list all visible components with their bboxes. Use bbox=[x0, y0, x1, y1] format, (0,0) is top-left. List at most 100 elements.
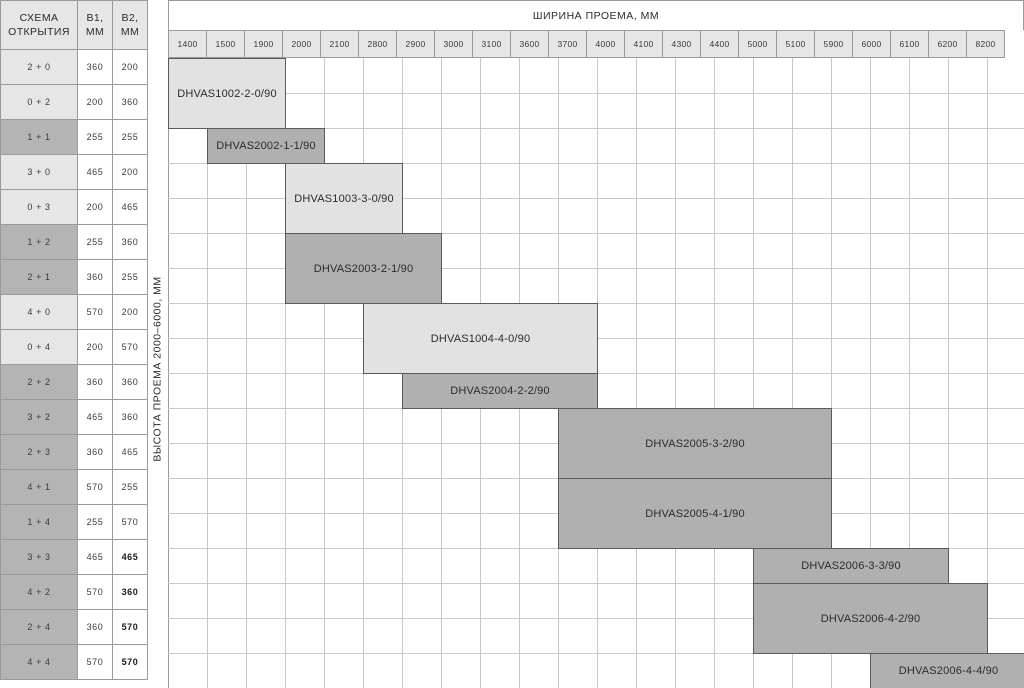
product-block[interactable]: DHVAS1002-2-0/90 bbox=[168, 58, 286, 129]
product-block[interactable]: DHVAS2002-1-1/90 bbox=[207, 128, 325, 164]
x-axis-tick: 2100 bbox=[320, 30, 359, 58]
cell-b1: 200 bbox=[77, 189, 113, 225]
cell-scheme: 2 + 0 bbox=[0, 49, 78, 85]
cell-b2: 465 bbox=[112, 189, 148, 225]
cell-scheme: 3 + 2 bbox=[0, 399, 78, 435]
gridline-horizontal bbox=[168, 93, 1024, 94]
x-axis-tick: 3600 bbox=[510, 30, 549, 58]
cell-b1: 465 bbox=[77, 399, 113, 435]
x-axis-tick: 6100 bbox=[890, 30, 929, 58]
gridline-horizontal bbox=[168, 128, 1024, 129]
left-table-header-row: СХЕМА ОТКРЫТИЯ B1, ММ B2, ММ bbox=[0, 0, 148, 50]
cell-b1: 360 bbox=[77, 259, 113, 295]
header-b1-line1: B1, bbox=[86, 11, 104, 24]
cell-b1: 465 bbox=[77, 539, 113, 575]
cell-b2: 570 bbox=[112, 609, 148, 645]
product-block[interactable]: DHVAS2005-4-1/90 bbox=[558, 478, 832, 549]
cell-scheme: 4 + 1 bbox=[0, 469, 78, 505]
header-scheme-line1: СХЕМА bbox=[19, 11, 59, 24]
product-block[interactable]: DHVAS2006-3-3/90 bbox=[753, 548, 949, 584]
cell-b2: 255 bbox=[112, 469, 148, 505]
cell-b1: 465 bbox=[77, 154, 113, 190]
cell-scheme: 2 + 1 bbox=[0, 259, 78, 295]
product-block[interactable]: DHVAS2006-4-2/90 bbox=[753, 583, 988, 654]
x-axis-tick: 4100 bbox=[624, 30, 663, 58]
product-block[interactable]: DHVAS2004-2-2/90 bbox=[402, 373, 598, 409]
cell-b2: 360 bbox=[112, 224, 148, 260]
x-axis-tick: 3000 bbox=[434, 30, 473, 58]
cell-b2: 360 bbox=[112, 399, 148, 435]
x-axis-tick: 1900 bbox=[244, 30, 283, 58]
x-axis-tick: 5900 bbox=[814, 30, 853, 58]
x-axis-tick: 2800 bbox=[358, 30, 397, 58]
header-b1-line2: ММ bbox=[85, 26, 105, 38]
cell-b2: 360 bbox=[112, 84, 148, 120]
x-axis-title: ШИРИНА ПРОЕМА, ММ bbox=[168, 0, 1024, 30]
cell-b2: 465 bbox=[112, 434, 148, 470]
cell-b1: 255 bbox=[77, 119, 113, 155]
product-block[interactable]: DHVAS2003-2-1/90 bbox=[285, 233, 442, 304]
product-block[interactable]: DHVAS1003-3-0/90 bbox=[285, 163, 403, 234]
cell-b2: 360 bbox=[112, 574, 148, 610]
gridline-horizontal bbox=[168, 653, 1024, 654]
cell-b1: 360 bbox=[77, 364, 113, 400]
cell-scheme: 2 + 4 bbox=[0, 609, 78, 645]
cell-b2: 570 bbox=[112, 504, 148, 540]
cell-b1: 360 bbox=[77, 434, 113, 470]
x-axis-tick: 6000 bbox=[852, 30, 891, 58]
cell-b1: 200 bbox=[77, 84, 113, 120]
x-axis-tick: 6200 bbox=[928, 30, 967, 58]
product-block[interactable]: DHVAS2005-3-2/90 bbox=[558, 408, 832, 479]
cell-b1: 570 bbox=[77, 574, 113, 610]
x-axis-tick: 3100 bbox=[472, 30, 511, 58]
product-block[interactable]: DHVAS2006-4-4/90 bbox=[870, 653, 1024, 688]
x-axis-tick: 1400 bbox=[168, 30, 207, 58]
cell-scheme: 3 + 3 bbox=[0, 539, 78, 575]
x-axis-tick: 1500 bbox=[206, 30, 245, 58]
x-axis-title-text: ШИРИНА ПРОЕМА, ММ bbox=[532, 9, 660, 22]
header-b2-line1: B2, bbox=[121, 11, 139, 24]
cell-b2: 200 bbox=[112, 154, 148, 190]
cell-scheme: 0 + 3 bbox=[0, 189, 78, 225]
cell-scheme: 0 + 2 bbox=[0, 84, 78, 120]
cell-b2: 570 bbox=[112, 329, 148, 365]
header-b2-line2: ММ bbox=[120, 26, 140, 38]
gridline-horizontal bbox=[168, 583, 1024, 584]
cell-scheme: 2 + 3 bbox=[0, 434, 78, 470]
x-axis-tick: 4300 bbox=[662, 30, 701, 58]
cell-scheme: 4 + 0 bbox=[0, 294, 78, 330]
header-scheme: СХЕМА ОТКРЫТИЯ bbox=[0, 0, 78, 50]
gridline-horizontal bbox=[168, 198, 1024, 199]
product-block[interactable]: DHVAS1004-4-0/90 bbox=[363, 303, 598, 374]
cell-scheme: 1 + 4 bbox=[0, 504, 78, 540]
gridline-horizontal bbox=[168, 163, 1024, 164]
cell-b1: 360 bbox=[77, 609, 113, 645]
y-axis-label-text: ВЫСОТА ПРОЕМА 2000–6000, ММ bbox=[152, 276, 165, 462]
cell-b2: 255 bbox=[112, 119, 148, 155]
cell-scheme: 2 + 2 bbox=[0, 364, 78, 400]
gridline-horizontal bbox=[168, 268, 1024, 269]
cell-scheme: 0 + 4 bbox=[0, 329, 78, 365]
cell-b1: 255 bbox=[77, 504, 113, 540]
x-axis-tick: 4400 bbox=[700, 30, 739, 58]
cell-b2: 465 bbox=[112, 539, 148, 575]
cell-b1: 200 bbox=[77, 329, 113, 365]
x-axis-tick: 4000 bbox=[586, 30, 625, 58]
cell-scheme: 1 + 2 bbox=[0, 224, 78, 260]
